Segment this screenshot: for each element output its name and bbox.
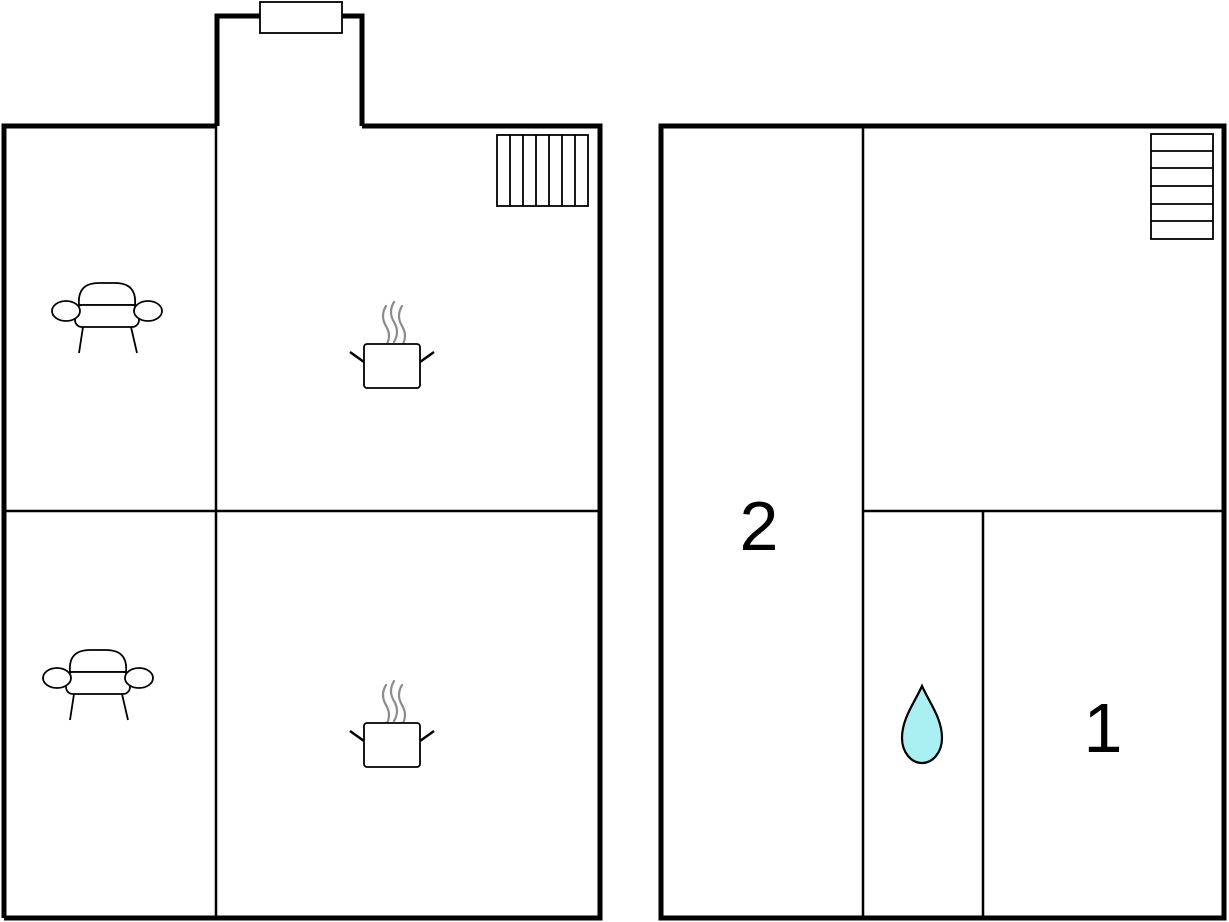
stairs-icon <box>496 134 589 207</box>
floor-right: 2 1 <box>658 123 1227 921</box>
floor-left-outer-wall <box>1 123 603 921</box>
sofa-icon <box>42 649 154 721</box>
sofa-icon <box>51 282 163 354</box>
room-label-1: 1 <box>1084 689 1123 767</box>
cooking-pot-icon <box>349 300 435 389</box>
water-drop-icon <box>900 683 944 765</box>
room-label-2: 2 <box>740 487 779 565</box>
cooking-pot-icon <box>349 679 435 768</box>
balcony-rail-icon <box>259 1 343 34</box>
floor-left <box>1 1 603 921</box>
stairs-icon <box>1150 133 1214 240</box>
floor-right-outer-wall <box>658 123 1227 921</box>
